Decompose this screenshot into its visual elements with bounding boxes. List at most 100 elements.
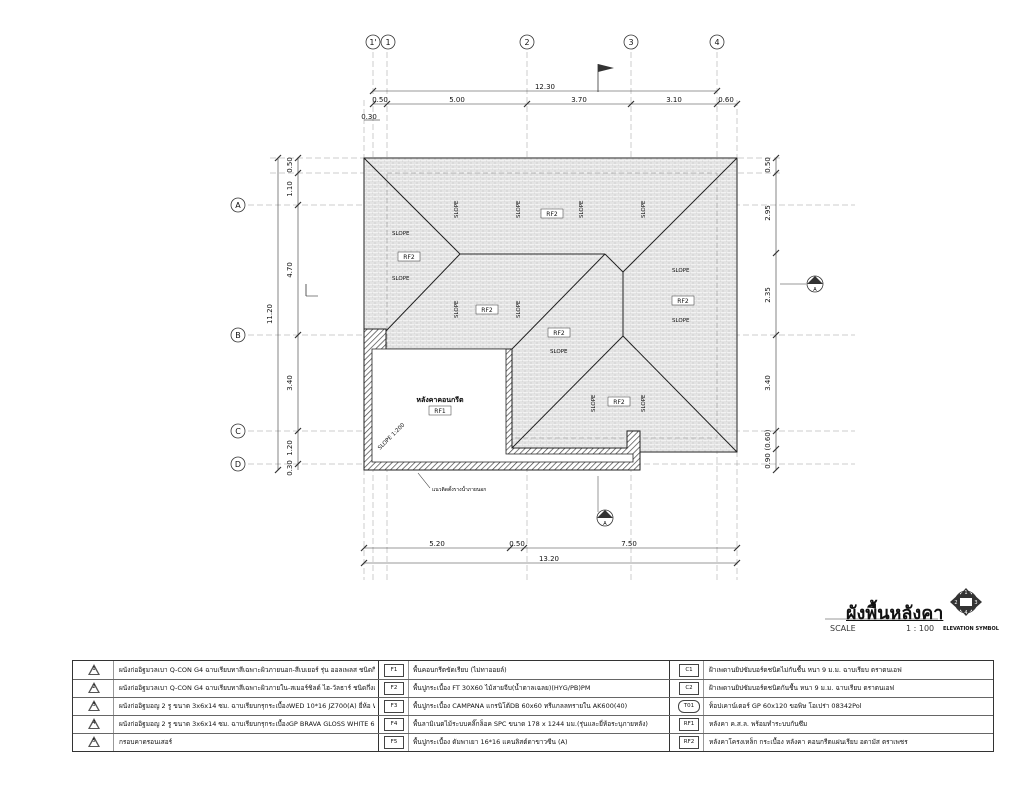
svg-text:1: 1 [385, 38, 390, 47]
rf-labels: RF2 RF2 RF2 RF2 RF2 RF2 RF1 [397, 208, 695, 416]
floor-code-f4: F4 [384, 718, 404, 731]
slope-label-8: SLOPE [579, 200, 585, 218]
svg-text:B: B [235, 331, 241, 340]
dim-top-seg-2: 5.00 [449, 96, 465, 104]
dim-top-offset: 0.30 [361, 113, 377, 121]
slope-label-13: SLOPE [641, 394, 647, 412]
rf2-label-1: RF2 [540, 208, 564, 219]
dim-right-seg-3: 2.35 [764, 287, 772, 303]
rf1-label: RF1 [428, 405, 452, 416]
svg-text:RF2: RF2 [613, 399, 625, 406]
gutter-note: แนวติดตั้งรางน้ำภายนอก [432, 484, 486, 493]
grid-bubble-col-3: 3 [623, 34, 639, 50]
dim-top-seg-4: 3.10 [666, 96, 682, 104]
dim-left-seg-6: 0.30 [286, 460, 294, 476]
top-dimensions [364, 87, 741, 121]
grid-bubble-col-2: 2 [519, 34, 535, 50]
floor-code-f3: F3 [384, 700, 404, 713]
grid-bubbles-columns: 1' 1 2 3 4 [365, 34, 725, 50]
floor-code-f5: F5 [384, 736, 404, 749]
slope-label-5: SLOPE [550, 349, 568, 355]
floor-code-f2: F2 [384, 682, 404, 695]
gutter-leader [417, 472, 431, 489]
svg-text:RF2: RF2 [553, 330, 565, 337]
wall-type-4-text: ผนังก่ออิฐมอญ 2 รู ขนาด 3x6x14 ซม. ฉาบเร… [119, 720, 375, 728]
roof-ridges [363, 157, 738, 453]
wall-type-3-icon: 3 [88, 700, 100, 711]
ceiling-c1-text: ฝ้าเพดานยิปซัมบอร์ดชนิดไม่กันชื้น หนา 9 … [709, 666, 902, 674]
ceiling-code-c1: C1 [679, 664, 699, 677]
wall-type-1-icon: 1 [88, 664, 100, 675]
rf2-label-4: RF2 [671, 295, 695, 306]
legend-row: 5 กรอบคาดรอนเสอร์ F5 พื้นปูกระเบื้อง ดัม… [73, 733, 993, 751]
wall-type-1-text: ผนังก่ออิฐมวลเบา Q-CON G4 ฉาบเรียบทาสีเฉ… [119, 666, 375, 674]
wall-type-2-icon: 2 [88, 682, 100, 693]
floor-f5-text: พื้นปูกระเบื้อง ดัมพาเยา 16*16 แคนลิสต์ด… [413, 738, 568, 746]
dim-bottom-seg-3: 7.50 [621, 540, 637, 548]
floor-f2-text: พื้นปูกระเบื้อง FT 30X60 ไม้สายจีบ(น้ำตา… [413, 684, 591, 692]
legend-row: 1 ผนังก่ออิฐมวลเบา Q-CON G4 ฉาบเรียบทาสี… [73, 661, 993, 680]
roof-code-rf1: RF1 [679, 718, 699, 731]
scale-label: SCALE [830, 624, 856, 633]
wall-type-4-icon: 4 [88, 718, 100, 729]
dim-top-seg-1: 0.50 [372, 96, 388, 104]
slope-label-11: SLOPE [516, 300, 522, 318]
wall-type-2-text: ผนังก่ออิฐมวลเบา Q-CON G4 ฉาบเรียบทาสีเฉ… [119, 684, 375, 692]
slope-label-7: SLOPE [516, 200, 522, 218]
svg-text:D: D [235, 460, 241, 469]
counter-code-t01: T01 [678, 700, 700, 713]
svg-text:RF1: RF1 [434, 408, 446, 415]
svg-text:1: 1 [964, 590, 967, 596]
counter-t01-text: ท็อปเคาน์เตอร์ GP 60x120 ขอพิษ โอเปร่า 0… [709, 702, 862, 710]
svg-text:RF2: RF2 [481, 307, 493, 314]
slope-label-2: SLOPE [392, 276, 410, 282]
legend-row: 3 ผนังก่ออิฐมอญ 2 รู ขนาด 3x6x14 ซม. ฉาบ… [73, 697, 993, 716]
bottom-dimensions [360, 544, 741, 567]
concrete-roof-title: หลังคาคอนกรีต [416, 396, 464, 404]
wall-type-5-text: กรอบคาดรอนเสอร์ [119, 738, 173, 746]
elevation-symbol-icon: 1 2 3 4 [950, 588, 982, 616]
svg-text:1': 1' [369, 38, 376, 47]
left-dimensions [274, 154, 302, 474]
ceiling-c2-text: ฝ้าเพดานยิปซัมบอร์ดชนิดกันชื้น หนา 9 ม.ม… [709, 684, 895, 692]
dim-left-seg-2: 1.10 [286, 181, 294, 197]
dim-left-total: 11.20 [266, 304, 274, 324]
grid-bubble-row-c: C [230, 423, 246, 439]
svg-text:A: A [235, 201, 241, 210]
slope-label-6: SLOPE [454, 200, 460, 218]
plan-title: ผังพื้นหลังคา [846, 603, 944, 624]
roof-rf1-text: หลังคา ค.ส.ล. พร้อมทำระบบกันซึม [709, 720, 808, 728]
dim-right-seg-4: 3.40 [764, 375, 772, 391]
legend-row: 2 ผนังก่ออิฐมวลเบา Q-CON G4 ฉาบเรียบทาสี… [73, 679, 993, 698]
scale-value: 1 : 100 [906, 624, 935, 633]
slope-label-3: SLOPE [672, 268, 690, 274]
svg-text:3: 3 [628, 38, 633, 47]
grid-bubble-row-b: B [230, 327, 246, 343]
floor-f3-text: พื้นปูกระเบื้อง CAMPANA แกรนิโต้DB 60x60… [413, 702, 628, 710]
floor-code-f1: F1 [384, 664, 404, 677]
section-arrow-left [305, 284, 318, 297]
slope-label-4: SLOPE [672, 318, 690, 324]
wall-type-3-text: ผนังก่ออิฐมอญ 2 รู ขนาด 3x6x14 ซม. ฉาบเร… [119, 702, 375, 710]
dim-right-seg-2: 2.95 [764, 205, 772, 221]
grid-bubble-row-d: D [230, 456, 246, 472]
north-flag-icon [597, 64, 614, 92]
roof-code-rf2: RF2 [679, 736, 699, 749]
svg-text:4: 4 [964, 610, 967, 616]
svg-text:RF2: RF2 [403, 254, 415, 261]
slope-label-12: SLOPE [591, 394, 597, 412]
materials-legend: 1 ผนังก่ออิฐมวลเบา Q-CON G4 ฉาบเรียบทาสี… [72, 660, 994, 752]
ceiling-code-c2: C2 [679, 682, 699, 695]
rf2-label-5: RF2 [547, 327, 571, 338]
dim-bottom-seg-2: 0.50 [509, 540, 525, 548]
grid-bubble-col-1: 1 [380, 34, 396, 50]
dim-bottom-seg-1: 5.20 [429, 540, 445, 548]
svg-text:3: 3 [974, 600, 977, 606]
slope-labels: SLOPE SLOPE SLOPE SLOPE SLOPE SLOPE SLOP… [392, 200, 690, 412]
dim-top-total: 12.30 [535, 83, 555, 91]
dim-left-seg-3: 4.70 [286, 262, 294, 278]
right-dimensions [772, 154, 780, 474]
rf2-label-3: RF2 [475, 304, 499, 315]
floor-f1-text: พื้นคอนกรีตขัดเรียบ (ไม่ทาออยล์) [413, 666, 507, 674]
